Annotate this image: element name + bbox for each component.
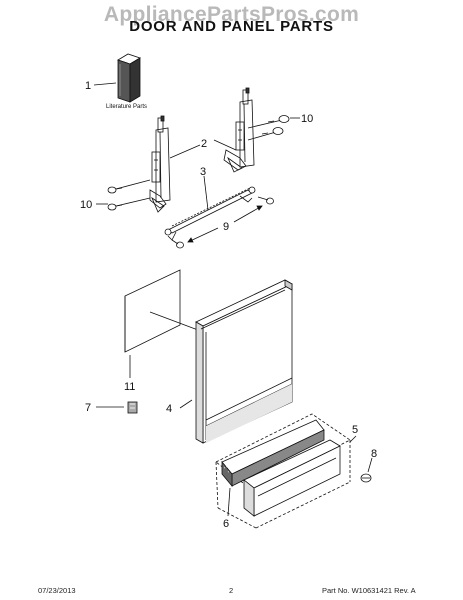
callout-5: 5 bbox=[352, 424, 358, 436]
footer-part-number: Part No. W10631421 Rev. A bbox=[322, 586, 416, 595]
door-panel bbox=[195, 279, 293, 444]
panel-screw bbox=[360, 473, 372, 483]
leader-5 bbox=[349, 435, 357, 443]
leader-1 bbox=[93, 82, 117, 86]
footer-page-number: 2 bbox=[229, 586, 234, 595]
watermark: AppliancePartsPros.com bbox=[103, 3, 360, 26]
rail-screws bbox=[171, 196, 274, 249]
literature-booklet bbox=[117, 53, 141, 103]
left-hinge bbox=[149, 115, 171, 213]
callout-8: 8 bbox=[371, 448, 377, 460]
leader-2-left bbox=[169, 144, 201, 159]
callout-9: 9 bbox=[223, 221, 229, 233]
leader-2-right bbox=[213, 139, 237, 151]
leader-6 bbox=[227, 487, 231, 517]
leader-11-to-door bbox=[149, 311, 199, 331]
control-panel-trim bbox=[243, 439, 341, 517]
door-clip bbox=[127, 401, 138, 414]
insulation-blanket bbox=[124, 269, 181, 353]
control-panel-assembly bbox=[215, 413, 351, 529]
callout-10-left: 10 bbox=[80, 199, 92, 211]
leader-3 bbox=[203, 175, 209, 211]
callout-4: 4 bbox=[166, 403, 172, 415]
callout-2: 2 bbox=[201, 138, 207, 150]
callout-6: 6 bbox=[223, 518, 229, 530]
leader-8 bbox=[367, 457, 373, 473]
right-hinge bbox=[223, 87, 255, 173]
screws-left bbox=[107, 179, 151, 211]
callout-3: 3 bbox=[200, 166, 206, 178]
callout-1: 1 bbox=[85, 80, 91, 92]
page-title: DOOR AND PANEL PARTS bbox=[129, 18, 334, 35]
callout-7: 7 bbox=[85, 402, 91, 414]
screws-right bbox=[247, 115, 290, 141]
callout-11: 11 bbox=[124, 381, 135, 393]
leader-4 bbox=[179, 399, 193, 409]
footer-date: 07/23/2013 bbox=[38, 586, 76, 595]
callout-10-right: 10 bbox=[301, 113, 313, 125]
control-console-foam bbox=[221, 419, 325, 488]
literature-label: Literature Parts bbox=[106, 104, 147, 110]
